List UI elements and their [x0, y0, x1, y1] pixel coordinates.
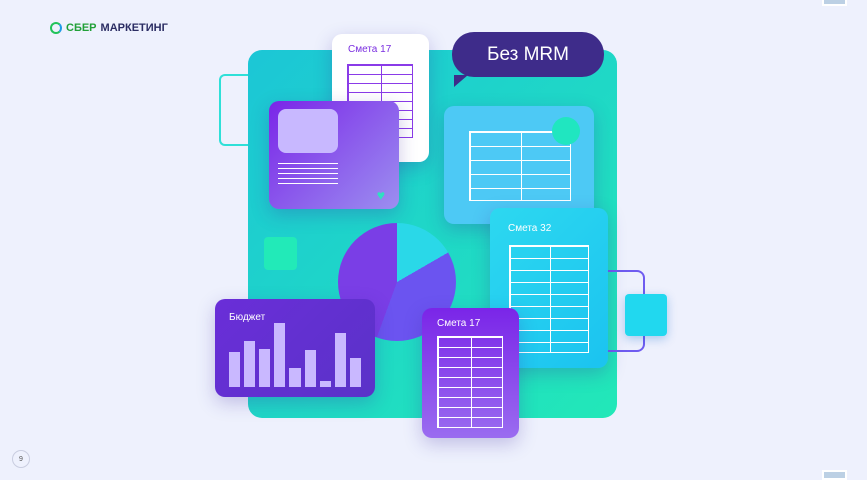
bar	[334, 332, 346, 387]
bar	[319, 380, 331, 387]
bar	[244, 340, 256, 387]
bar-chart	[229, 323, 361, 387]
estimate-label: Смета 32	[508, 223, 552, 234]
bar	[259, 348, 271, 387]
page-number: 9	[12, 450, 30, 468]
brand-part1: СБЕР	[66, 22, 97, 34]
sber-logo-icon	[50, 22, 62, 34]
bar	[274, 323, 286, 387]
speech-bubble: Без MRM	[452, 32, 604, 87]
estimate-card-bottom: Смета 17	[422, 308, 519, 438]
bar	[349, 358, 361, 387]
heart-icon: ♥	[376, 187, 385, 203]
estimate-label: Смета 17	[348, 44, 392, 55]
bubble-text: Без MRM	[487, 43, 569, 65]
budget-label: Бюджет	[229, 312, 266, 323]
estimate-card-right: Смета 32	[490, 208, 608, 368]
brand-logo: СБЕР МАРКЕТИНГ	[50, 22, 168, 34]
bookmark-icon[interactable]	[822, 0, 847, 6]
table-card	[444, 106, 594, 224]
bar	[304, 349, 316, 387]
budget-card: Бюджет	[215, 299, 375, 397]
bar	[289, 367, 301, 387]
bar	[229, 351, 241, 387]
brand-part2: МАРКЕТИНГ	[100, 22, 168, 34]
media-card: ♥	[269, 101, 399, 209]
estimate-label: Смета 17	[437, 318, 481, 329]
